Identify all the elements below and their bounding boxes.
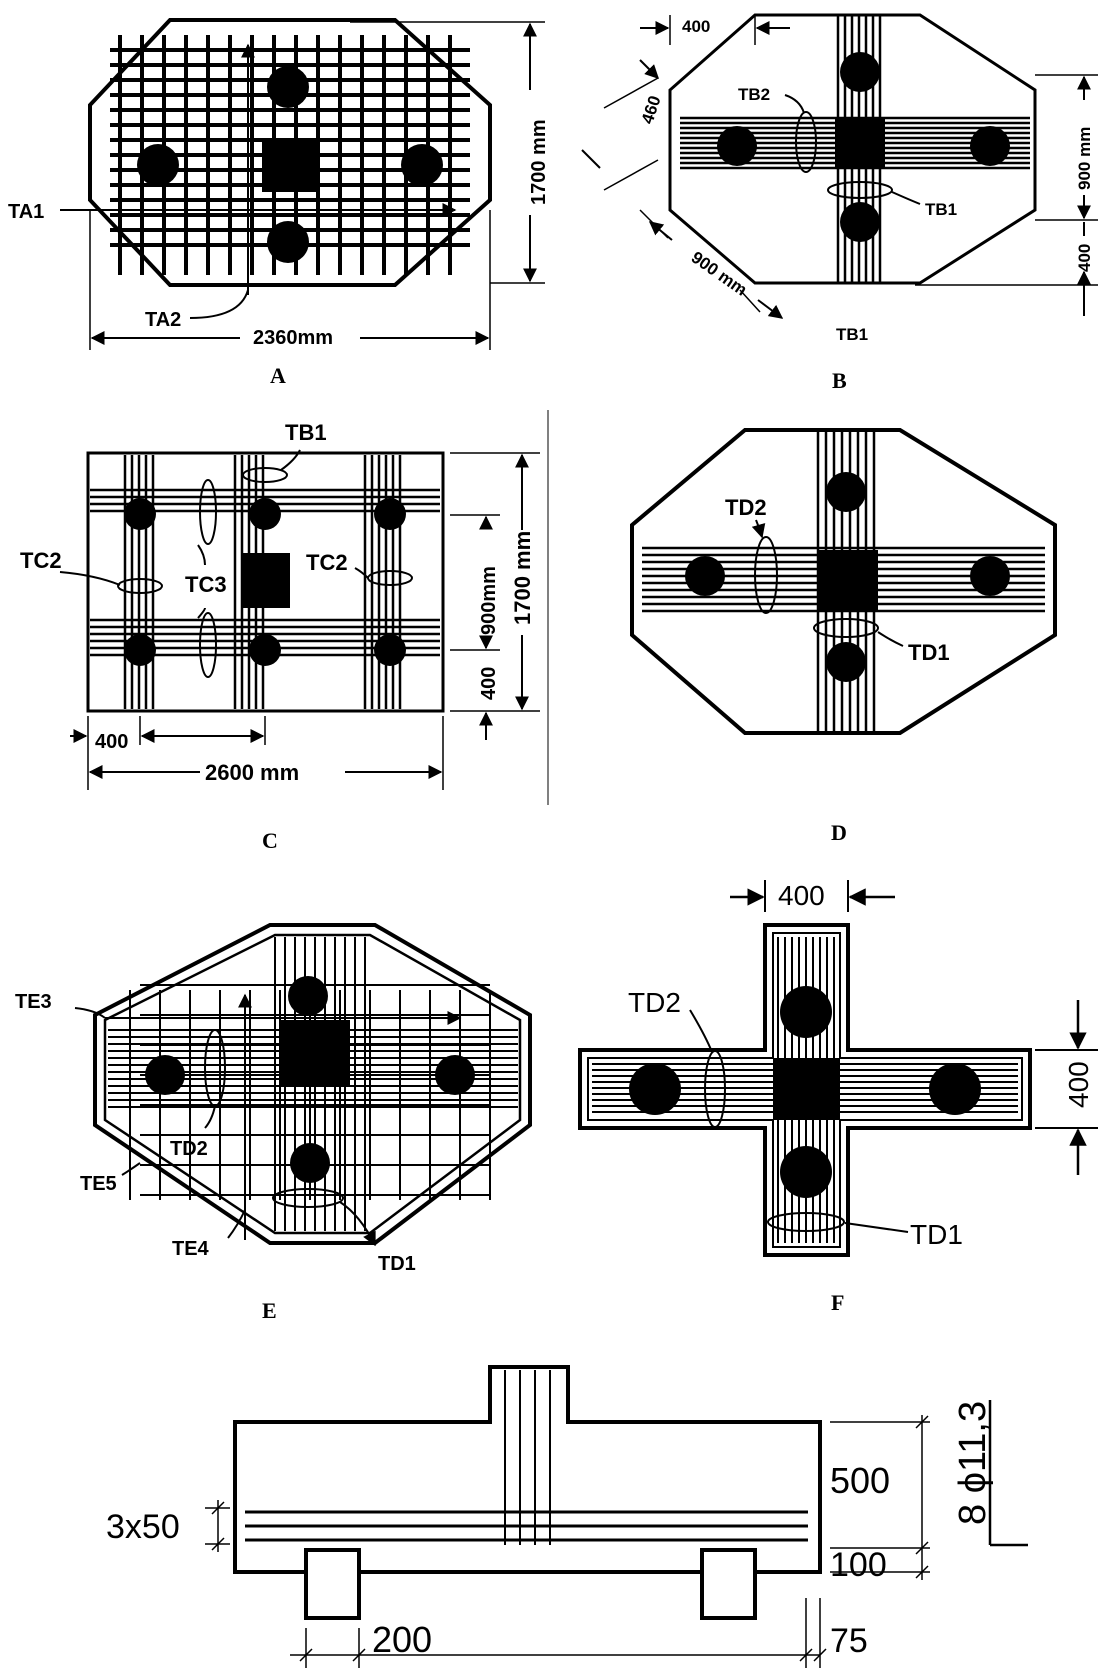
column-square [280,1020,350,1085]
column-square [773,1058,840,1120]
dim-75: 75 [830,1622,868,1660]
dim-400-top: 400 [778,880,825,911]
label-tc2-right: TC2 [306,550,348,575]
pile-circle [137,144,179,186]
label-ta1: TA1 [8,201,44,223]
dim-500: 500 [830,1460,890,1501]
panel-a-octagonal-cap: TA1 TA2 2360mm 1700 mm A [8,18,550,388]
pile-circle [288,976,328,1016]
pile-circle [780,1146,832,1198]
pile-circle [124,498,156,530]
label-td2: TD2 [725,495,767,520]
panel-label-e: E [262,1298,277,1323]
pile-circle [685,556,725,596]
panel-label-d: D [831,820,847,845]
dim-height: 1700 mm [528,119,550,205]
pile-circle [717,126,757,166]
panel-f-cross-cap: 400 TD2 TD1 400 F [578,880,1098,1315]
label-tc2-left: TC2 [20,548,62,573]
pile-circle [290,1143,330,1183]
column-square [818,550,878,610]
label-td1: TD1 [910,1219,963,1250]
dim-400-horiz: 400 [95,731,128,753]
pile-circle [780,986,832,1038]
panel-label-a: A [270,363,286,388]
label-td2: TD2 [170,1138,208,1160]
pile-circle [929,1063,981,1115]
dim-1700mm: 1700 mm [510,531,535,625]
label-td1: TD1 [908,640,950,665]
pile-circle [374,498,406,530]
dim-3x50: 3x50 [106,1508,180,1546]
pile-circle [374,634,406,666]
panel-e-combined-cap: TE3 TE5 TD2 TE4 TD1 E [15,923,532,1323]
pile-circle [629,1063,681,1115]
panel-c-rectangular-cap: TB1 TC2 TC3 TC2 900mm 1700 mm 400 400 26… [20,410,549,853]
column-square [835,118,885,168]
panel-label-b: B [832,368,847,393]
pile-circle [970,556,1010,596]
pile-circle [249,498,281,530]
dim-400-vert: 400 [1075,244,1094,272]
panel-label-f: F [831,1290,844,1315]
label-ta2: TA2 [145,309,181,331]
label-tb1: TB1 [925,200,957,219]
label-bars: 8 ϕ11,3 [952,1401,994,1525]
pile-circle [826,472,866,512]
pile-circle [267,66,309,108]
pile-circle [970,126,1010,166]
dim-400-side: 400 [1063,1061,1094,1108]
dim-460: 460 [638,93,665,126]
label-tb1: TB1 [285,420,327,445]
dim-900-diag: 900 mm [688,248,751,300]
panel-d-strip-cap: TD2 TD1 D [630,428,1057,845]
panel-b-strip-cap: 400 460 TB2 TB1 900 mm TB1 900 mm 400 B [581,13,1098,393]
pile-circle [145,1055,185,1095]
pile-circle [435,1055,475,1095]
pile-circle [267,221,309,263]
label-te5: TE5 [80,1173,117,1195]
label-tb2: TB2 [738,85,770,104]
panel-label-c: C [262,828,278,853]
pile-circle [840,202,880,242]
dim-100: 100 [830,1546,887,1584]
label-td2: TD2 [628,987,681,1018]
column-square [262,140,318,192]
dim-900mm: 900mm [478,566,500,635]
pile-circle [249,634,281,666]
label-te4: TE4 [172,1238,210,1260]
dim-400-top: 400 [682,17,710,36]
pile-circle [401,144,443,186]
dim-900-vert: 900 mm [1075,127,1094,190]
dim-400-vert: 400 [478,667,500,700]
column-square [242,553,290,608]
dim-width: 2360mm [253,327,333,349]
label-te3: TE3 [15,991,52,1013]
pile-circle [826,642,866,682]
dim-2600mm: 2600 mm [205,760,299,785]
cross-section: 3x50 500 100 200 75 8 ϕ11,3 [106,1365,1028,1668]
pile-circle [124,634,156,666]
label-tb1-bottom: TB1 [836,325,868,344]
pile-circle [840,52,880,92]
label-td1: TD1 [378,1253,416,1275]
dim-200: 200 [372,1619,432,1660]
label-tc3: TC3 [185,572,227,597]
